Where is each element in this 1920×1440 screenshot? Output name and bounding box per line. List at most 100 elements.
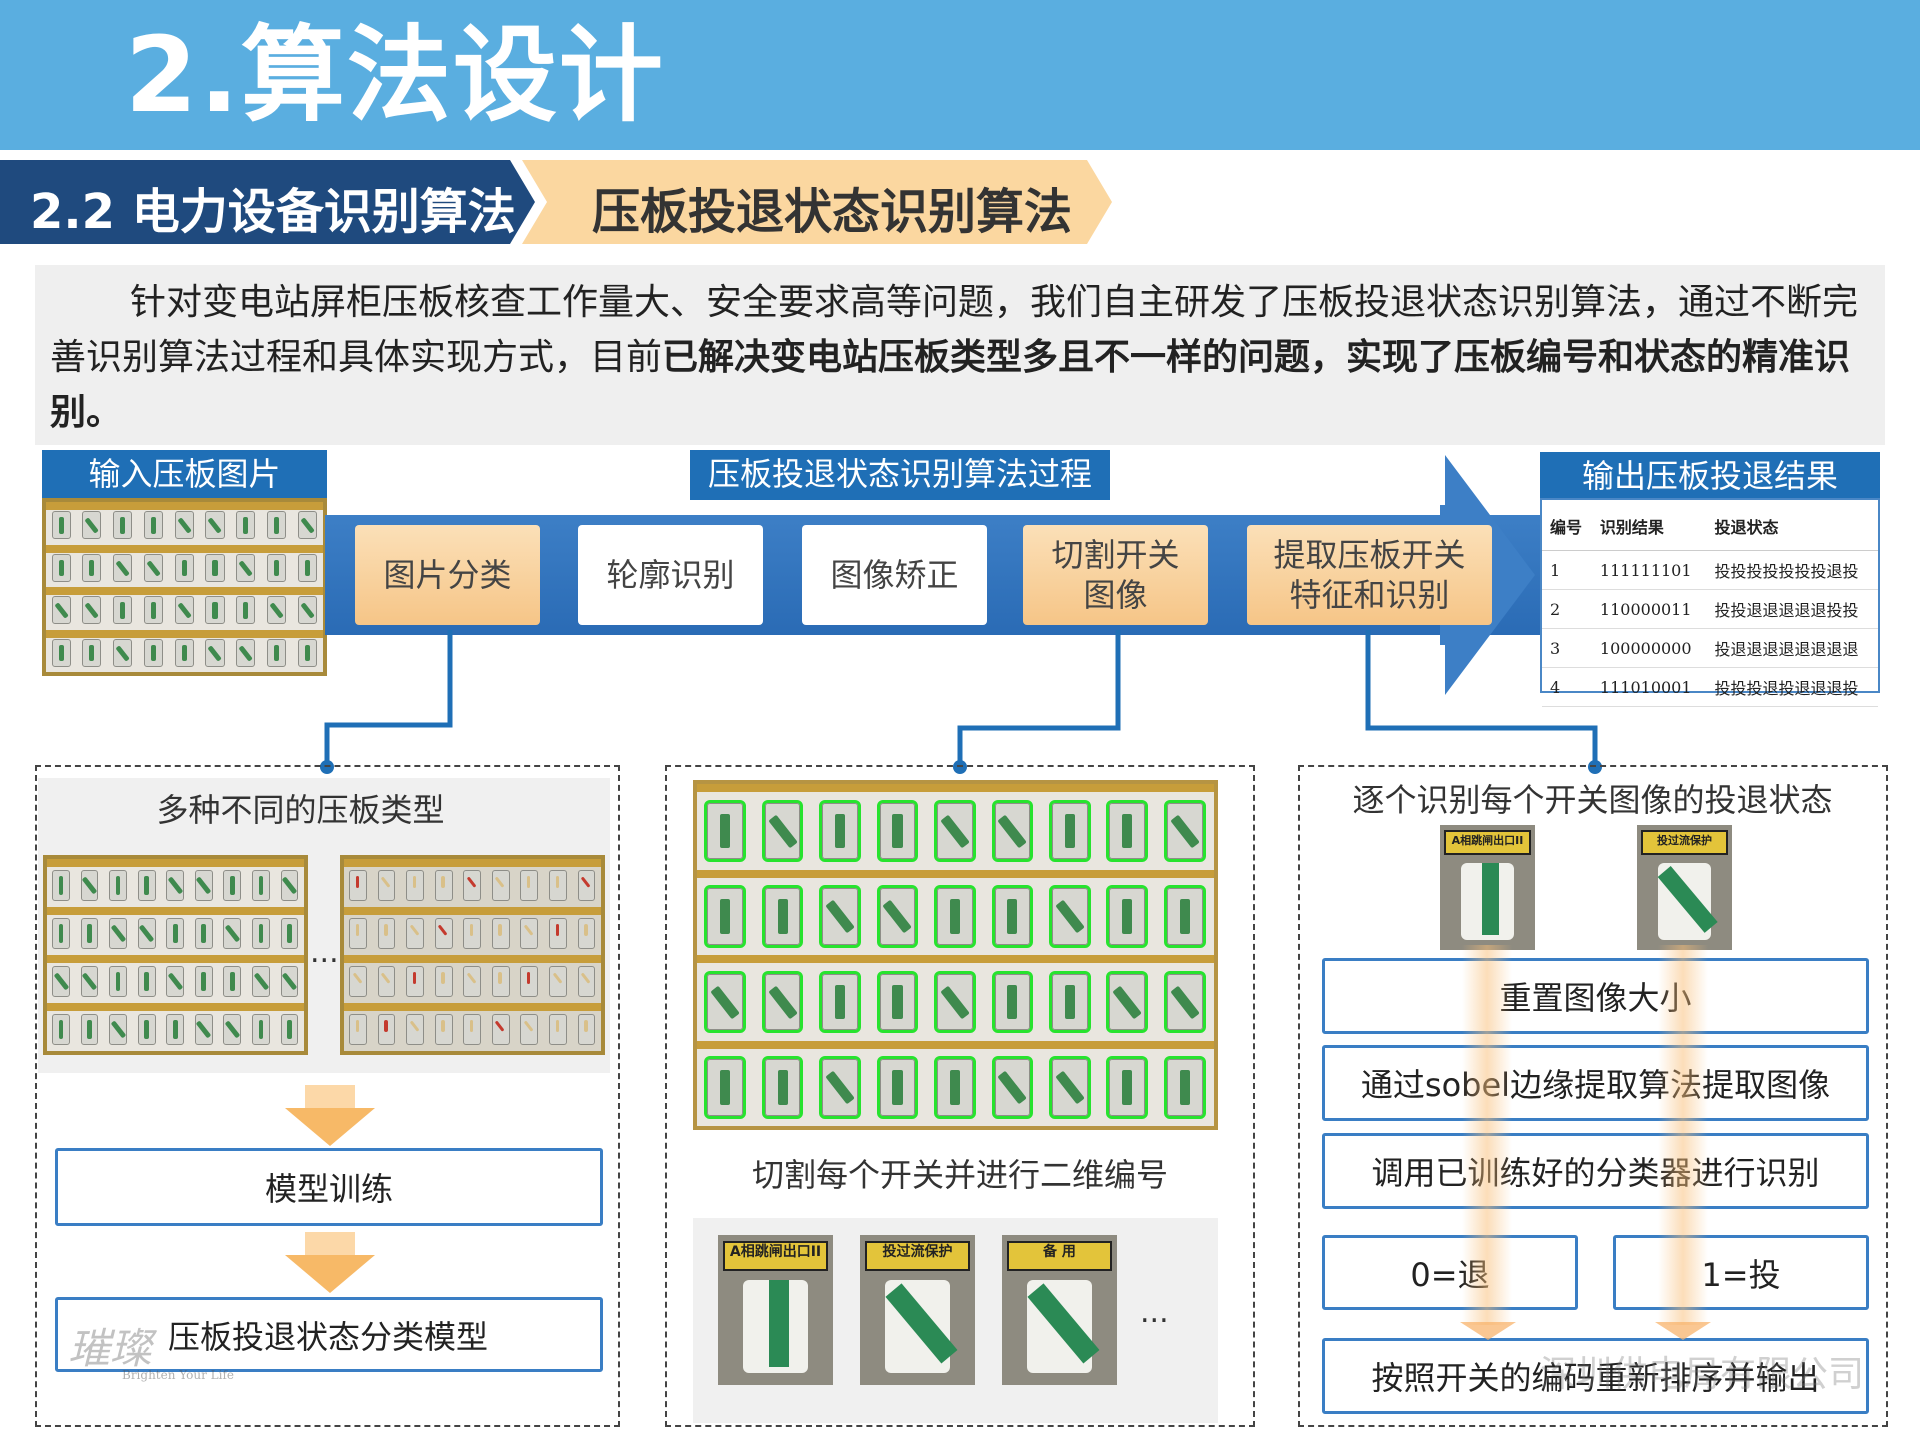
switch-cell	[223, 965, 242, 998]
table-cell: 投投投投投投投退投	[1706, 550, 1878, 590]
section-topic-label: 压板投退状态识别算法	[592, 184, 1073, 240]
switch-cell	[761, 799, 804, 863]
input-label: 输入压板图片	[42, 450, 327, 500]
switch-cell	[406, 917, 424, 950]
middle-ellipsis: ...	[1140, 1295, 1169, 1330]
switch-cell	[520, 965, 539, 998]
switch-cell	[109, 917, 127, 950]
step-label: 图片分类	[383, 556, 512, 594]
switch-cell	[82, 553, 102, 582]
flow-strip	[1658, 945, 1708, 1325]
table-cell: 111010001	[1591, 667, 1707, 707]
switch-cell	[137, 869, 156, 902]
switch-cell	[280, 869, 299, 902]
switch-cell	[1049, 885, 1091, 948]
switch-cell	[51, 596, 71, 625]
process-label: 压板投退状态识别算法过程	[690, 450, 1110, 500]
switch-cell	[143, 596, 163, 625]
switch-cell	[109, 1013, 127, 1046]
switch-cell	[876, 799, 919, 863]
switch-cell	[297, 596, 317, 625]
switch-cell	[761, 1056, 804, 1119]
title-bar	[0, 0, 1920, 150]
switch-cell	[236, 638, 256, 667]
switch-cell	[934, 799, 976, 863]
board-rail	[47, 907, 304, 915]
switch-cell	[252, 965, 270, 998]
switch-cell	[51, 553, 71, 582]
switch-cell	[704, 799, 746, 863]
switch-cell	[704, 970, 746, 1034]
board-rail	[46, 629, 323, 638]
switch-cell	[205, 553, 225, 582]
switch-cell	[876, 1056, 919, 1119]
switch-cell	[1106, 885, 1149, 948]
switch-cell	[491, 1013, 510, 1046]
switch-cell	[761, 885, 804, 948]
step-cut-switch-images: 切割开关 图像	[1023, 525, 1208, 625]
switch-tag: A相跳闸出口II	[1443, 830, 1532, 855]
switch-thumb: 备 用	[1002, 1235, 1117, 1385]
switch-cell	[113, 511, 133, 540]
switch-cell	[876, 885, 919, 948]
step-image-classify: 图片分类	[355, 525, 540, 625]
switch-cell	[236, 553, 256, 582]
arrow-stem	[305, 1085, 355, 1110]
board-rail	[46, 502, 323, 510]
switch-cell	[491, 869, 510, 902]
table-cell: 投投投退投退退退投	[1706, 667, 1878, 707]
switch-thumb: A相跳闸出口II	[718, 1235, 833, 1385]
sort-output-box: 按照开关的编码重新排序并输出	[1322, 1338, 1869, 1414]
board-rail	[47, 859, 304, 867]
table-cell: 2	[1542, 589, 1592, 629]
switch-cell	[236, 511, 256, 540]
table-cell: 110000011	[1591, 589, 1707, 629]
switch-cell	[205, 511, 225, 540]
step-label: 提取压板开关 特征和识别	[1273, 536, 1466, 614]
switch-cell	[991, 970, 1034, 1034]
switch-cell	[1163, 799, 1206, 863]
switch-cell	[52, 917, 70, 950]
switch-cell	[761, 970, 804, 1034]
switch-cell	[113, 638, 133, 667]
switch-cell	[109, 869, 127, 902]
left-panel-title: 多种不同的压板类型	[156, 791, 445, 829]
board-type-b-photo	[340, 855, 605, 1055]
switch-cell	[819, 970, 861, 1034]
switch-cell	[819, 885, 861, 948]
switch-cell	[205, 596, 225, 625]
switch-cell	[434, 965, 453, 998]
switch-cell	[252, 1013, 270, 1046]
switch-cell	[252, 869, 270, 902]
arrow-stem	[305, 1232, 355, 1257]
switch-cell	[704, 1056, 746, 1119]
switch-cell	[349, 917, 367, 950]
switch-cell	[520, 869, 539, 902]
switch-cell	[934, 1056, 976, 1119]
intro-text-bold: 已解决变电站压板类型多且不一样的问题，实现了压板编号和状态的精准识别。	[50, 337, 1851, 433]
left-ellipsis: ...	[310, 935, 339, 970]
middle-panel	[665, 765, 1255, 1427]
switch-cell	[1106, 799, 1149, 863]
step-contour-detect: 轮廓识别	[578, 525, 763, 625]
switch-cell	[520, 917, 539, 950]
switch-cell	[266, 553, 287, 582]
input-board-photo	[42, 498, 327, 676]
switch-cell	[174, 511, 194, 540]
switch-cell	[166, 917, 185, 950]
switch-cell	[52, 869, 70, 902]
switch-cell	[80, 869, 99, 902]
step-label: 图像矫正	[830, 556, 959, 594]
switch-cell	[819, 1056, 861, 1119]
board-rail	[47, 955, 304, 963]
switch-cell	[166, 869, 185, 902]
switch-cell	[52, 965, 70, 998]
switch-cell	[377, 917, 396, 950]
board-rail	[47, 1003, 304, 1011]
switch-cell	[704, 885, 746, 948]
switch-cell	[137, 917, 156, 950]
classify-box: 调用已训练好的分类器进行识别	[1322, 1133, 1869, 1209]
switch-cell	[377, 869, 396, 902]
